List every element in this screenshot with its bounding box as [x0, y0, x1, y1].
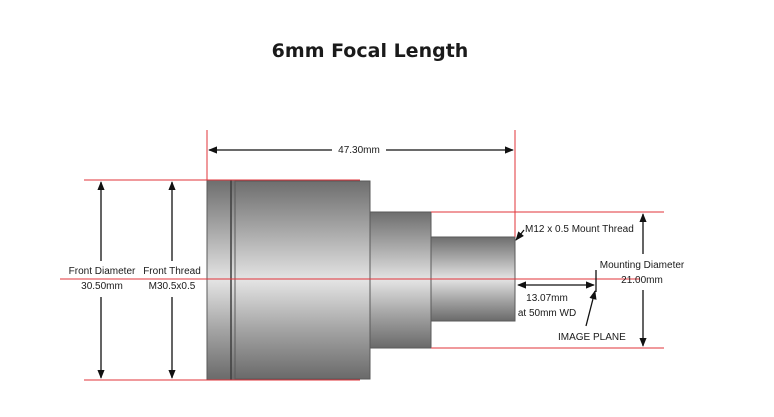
mounting-diameter-value: 21.00mm	[621, 275, 663, 286]
mounting-diameter-dimension: Mounting Diameter 21.00mm	[600, 213, 685, 347]
working-distance-dimension: 13.07mm at 50mm WD	[517, 270, 597, 319]
mounting-diameter-label: Mounting Diameter	[600, 260, 685, 271]
mount-section	[369, 211, 432, 349]
working-distance-value: 13.07mm	[526, 293, 568, 304]
front-thread-value: M30.5x0.5	[149, 281, 196, 292]
main-barrel	[234, 180, 371, 380]
guide-lines	[60, 130, 664, 381]
mount-thread-callout: M12 x 0.5 Mount Thread	[515, 224, 634, 241]
front-thread-dimension: Front Thread M30.5x0.5	[143, 181, 201, 379]
front-thread-label: Front Thread	[143, 266, 201, 277]
front-diameter-label: Front Diameter	[69, 266, 136, 277]
image-plane-label: IMAGE PLANE	[558, 332, 626, 343]
front-diameter-dimension: Front Diameter 30.50mm	[69, 181, 136, 379]
length-dimension: 47.30mm	[208, 145, 514, 156]
front-diameter-value: 30.50mm	[81, 281, 123, 292]
lens-body	[206, 179, 516, 381]
working-distance-note: at 50mm WD	[518, 308, 576, 319]
image-plane-callout: IMAGE PLANE	[558, 290, 626, 343]
mount-thread-label: M12 x 0.5 Mount Thread	[525, 224, 634, 235]
length-label: 47.30mm	[338, 145, 380, 156]
diagram-title: 6mm Focal Length	[272, 40, 469, 62]
